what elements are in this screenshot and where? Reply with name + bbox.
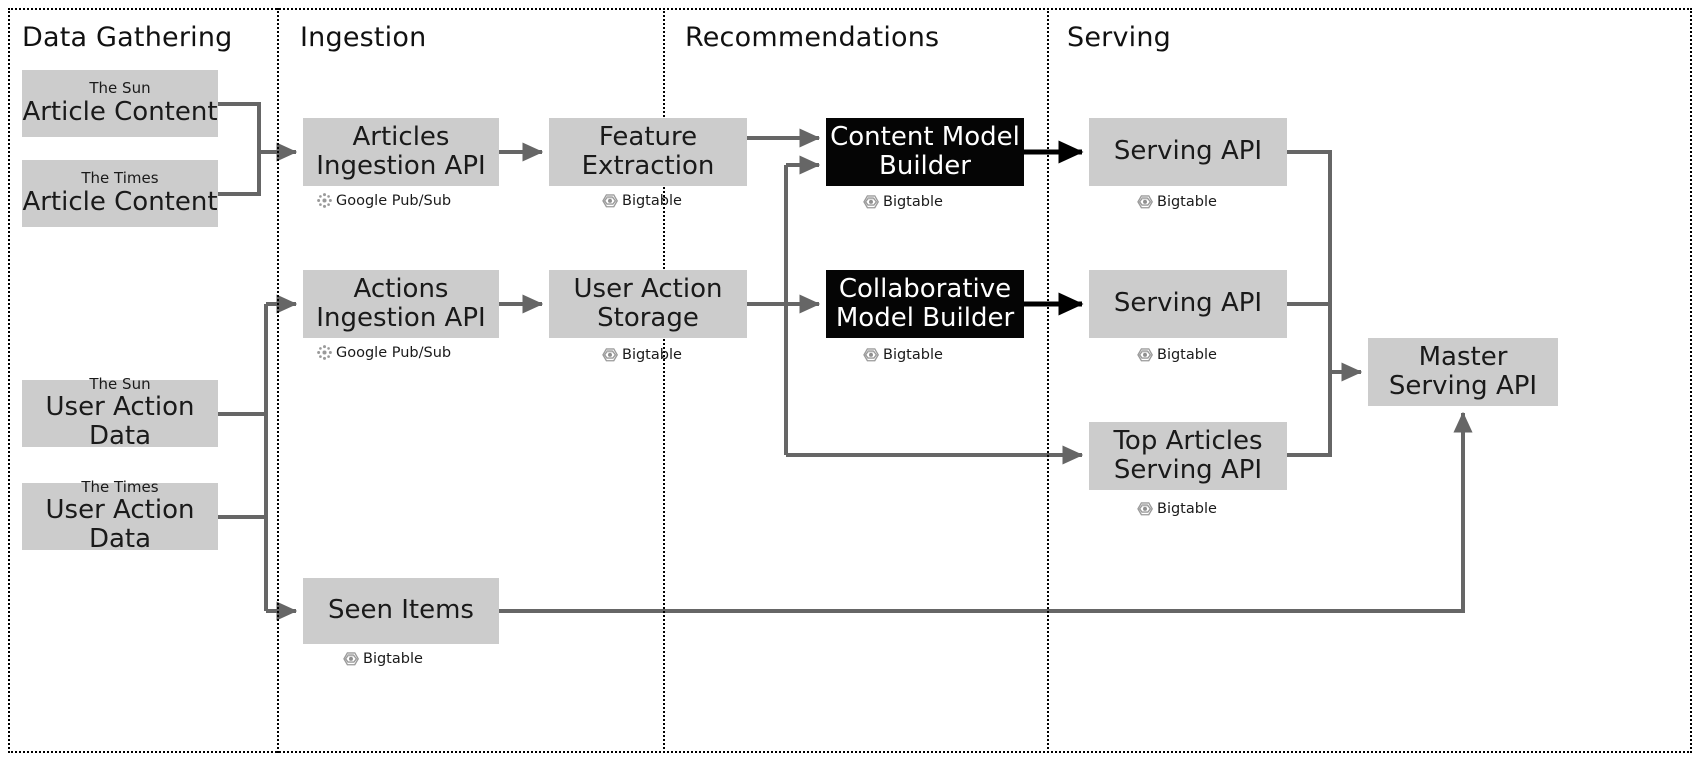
edge-top-articles-to-master xyxy=(1287,372,1332,457)
tech-badge-serving-api-collab: Bigtable xyxy=(1136,346,1217,364)
node-serving-api-collab[interactable]: Serving API xyxy=(1089,270,1287,338)
lane-title-data-gathering: Data Gathering xyxy=(22,22,233,53)
bigtable-icon xyxy=(1136,346,1154,364)
node-source-label: The Sun xyxy=(89,374,151,393)
node-title: User Action Storage xyxy=(573,273,723,333)
node-user-action-storage[interactable]: User Action Storage xyxy=(549,270,747,338)
node-feature-extraction[interactable]: Feature Extraction xyxy=(549,118,747,186)
tech-label: Google Pub/Sub xyxy=(336,344,452,361)
node-times-user-action-data[interactable]: The Times User Action Data xyxy=(22,478,218,554)
tech-badge-collaborative-model-builder: Bigtable xyxy=(862,346,943,364)
tech-label: Bigtable xyxy=(1157,347,1217,363)
tech-label: Bigtable xyxy=(622,193,682,209)
tech-badge-user-action-storage: Bigtable xyxy=(601,346,682,364)
node-source-label: The Times xyxy=(81,477,159,496)
tech-badge-content-model-builder: Bigtable xyxy=(862,193,943,211)
node-title: User Action Data xyxy=(45,392,195,452)
node-title: Articles Ingestion API xyxy=(316,121,486,181)
bigtable-icon xyxy=(862,193,880,211)
lane-divider-ingestion xyxy=(277,8,279,753)
lane-divider-serving xyxy=(1047,8,1049,753)
node-title: Master Serving API xyxy=(1388,341,1538,401)
tech-badge-seen-items: Bigtable xyxy=(342,650,423,668)
pubsub-icon xyxy=(316,344,333,361)
node-title: Seen Items xyxy=(328,595,474,626)
tech-label: Bigtable xyxy=(883,347,943,363)
edge-seen-items-to-master xyxy=(499,411,1473,613)
tech-label: Bigtable xyxy=(1157,194,1217,210)
node-title: Content Model Builder xyxy=(830,121,1020,181)
node-seen-items[interactable]: Seen Items xyxy=(303,578,499,644)
lane-title-ingestion: Ingestion xyxy=(300,22,427,53)
edge-times-article-to-ingestion xyxy=(218,152,261,196)
node-collaborative-model-builder[interactable]: Collaborative Model Builder xyxy=(826,270,1024,338)
lane-title-serving: Serving xyxy=(1067,22,1171,53)
node-serving-api-content[interactable]: Serving API xyxy=(1089,118,1287,186)
tech-badge-actions-ingestion: Google Pub/Sub xyxy=(316,344,451,361)
lane-title-recommendations: Recommendations xyxy=(685,22,940,53)
tech-badge-serving-api-content: Bigtable xyxy=(1136,193,1217,211)
tech-badge-top-articles-serving-api: Bigtable xyxy=(1136,500,1217,518)
tech-badge-articles-ingestion: Google Pub/Sub xyxy=(316,192,451,209)
node-title: User Action Data xyxy=(45,495,195,555)
tech-label: Bigtable xyxy=(622,347,682,363)
node-actions-ingestion-api[interactable]: Actions Ingestion API xyxy=(303,270,499,338)
edge-sun-article-to-ingestion xyxy=(218,102,261,152)
node-sun-article-content[interactable]: The Sun Article Content xyxy=(22,70,218,137)
node-master-serving-api[interactable]: Master Serving API xyxy=(1368,338,1558,406)
bigtable-icon xyxy=(1136,193,1154,211)
tech-badge-feature-extraction: Bigtable xyxy=(601,192,682,210)
node-title: Serving API xyxy=(1113,288,1263,319)
node-times-article-content[interactable]: The Times Article Content xyxy=(22,160,218,227)
bigtable-icon xyxy=(342,650,360,668)
node-source-label: The Times xyxy=(81,169,159,188)
bigtable-icon xyxy=(601,346,619,364)
node-title: Top Articles Serving API xyxy=(1113,425,1263,485)
node-content-model-builder[interactable]: Content Model Builder xyxy=(826,118,1024,186)
node-top-articles-serving-api[interactable]: Top Articles Serving API xyxy=(1089,422,1287,490)
node-title: Actions Ingestion API xyxy=(316,273,486,333)
bigtable-icon xyxy=(601,192,619,210)
bigtable-icon xyxy=(862,346,880,364)
tech-label: Bigtable xyxy=(1157,501,1217,517)
node-title: Collaborative Model Builder xyxy=(835,273,1015,333)
edge-serving-content-to-master xyxy=(1287,150,1332,372)
node-source-label: The Sun xyxy=(89,79,151,98)
node-title: Serving API xyxy=(1113,136,1263,167)
tech-label: Bigtable xyxy=(883,194,943,210)
node-title: Article Content xyxy=(22,186,218,217)
node-sun-user-action-data[interactable]: The Sun User Action Data xyxy=(22,375,218,451)
node-title: Article Content xyxy=(22,96,218,127)
tech-label: Bigtable xyxy=(363,651,423,667)
pubsub-icon xyxy=(316,192,333,209)
bigtable-icon xyxy=(1136,500,1154,518)
lane-divider-recommendations xyxy=(663,8,665,753)
diagram-frame xyxy=(8,8,1692,753)
tech-label: Google Pub/Sub xyxy=(336,192,452,209)
node-title: Feature Extraction xyxy=(581,121,715,181)
node-articles-ingestion-api[interactable]: Articles Ingestion API xyxy=(303,118,499,186)
